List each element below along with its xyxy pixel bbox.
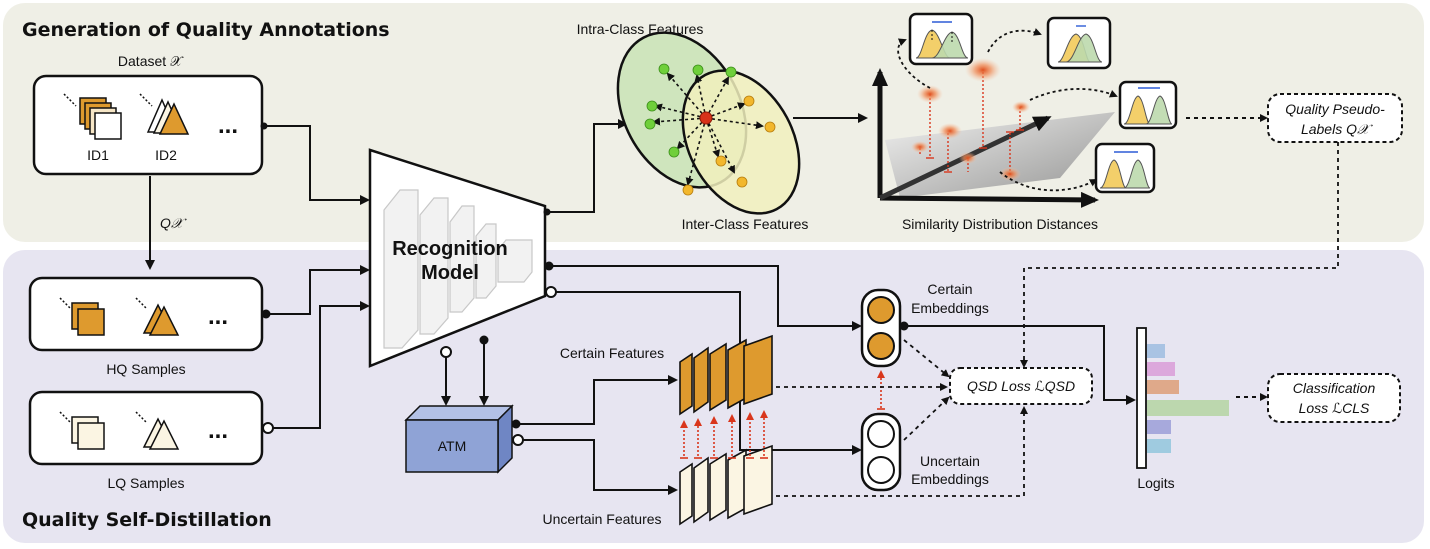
pseudo-labels-line1: Quality Pseudo- bbox=[1285, 101, 1385, 117]
certain-embeddings bbox=[860, 288, 902, 368]
yellow-feature-points bbox=[682, 95, 776, 196]
id2-triangles-icon bbox=[139, 93, 190, 135]
classification-loss-line1: Classification bbox=[1293, 380, 1376, 396]
certain-embeddings-line2: Embeddings bbox=[911, 300, 989, 316]
hq-to-model-arrow bbox=[266, 265, 370, 315]
distribution-thumbnail-4 bbox=[1094, 142, 1156, 194]
qsd-loss-label: QSD Loss ℒQSD bbox=[967, 378, 1075, 394]
uncertain-features-label: Uncertain Features bbox=[542, 511, 661, 527]
uncertain-features-stack bbox=[679, 444, 773, 526]
id1-label: ID1 bbox=[87, 147, 109, 163]
atm-to-certain-features-arrow bbox=[516, 375, 678, 425]
lq-samples-label: LQ Samples bbox=[107, 475, 184, 491]
recognition-model-label-line2: Model bbox=[421, 262, 479, 284]
uncertain-embeddings-line1: Uncertain bbox=[920, 453, 980, 469]
hq-square-icon bbox=[59, 297, 105, 336]
qsd-loss-box bbox=[949, 367, 1093, 405]
certain-features-stack bbox=[679, 334, 773, 416]
quality-pseudo-labels-box bbox=[1267, 93, 1403, 143]
atm-to-uncertain-features-arrow bbox=[523, 439, 678, 495]
dataset-label: Dataset 𝒳 bbox=[118, 53, 184, 69]
lq-triangle-icon bbox=[135, 411, 180, 450]
pseudo-labels-line2: Labels Q𝒳 bbox=[1301, 121, 1373, 137]
atm-module bbox=[404, 404, 514, 474]
hq-ellipsis: ... bbox=[208, 303, 228, 330]
hq-samples-label: HQ Samples bbox=[106, 361, 185, 377]
feature-dotted-arrows bbox=[652, 72, 764, 186]
distribution-thumbnail-1 bbox=[908, 12, 974, 66]
distribution-dotted-links bbox=[897, 28, 1118, 192]
model-to-features-arrow bbox=[547, 119, 628, 213]
green-feature-points bbox=[644, 63, 737, 158]
atm-label: ATM bbox=[438, 438, 467, 454]
similarity-plot bbox=[872, 58, 1115, 208]
lq-to-model-arrow bbox=[273, 301, 370, 429]
embeddings-to-logits-arrow bbox=[904, 325, 1136, 405]
logits-bar bbox=[1136, 327, 1147, 469]
logits-label: Logits bbox=[1137, 475, 1174, 491]
lq-ellipsis: ... bbox=[208, 417, 228, 444]
uncertain-embeddings-line2: Embeddings bbox=[911, 471, 989, 487]
certain-embeddings-line1: Certain bbox=[927, 281, 972, 297]
top-section-title: Generation of Quality Annotations bbox=[22, 19, 390, 41]
feature-distillation-arrows bbox=[680, 410, 768, 456]
anchor-feature-point bbox=[699, 111, 713, 125]
recognition-model-label-line1: Recognition bbox=[392, 238, 508, 260]
bottom-section-title: Quality Self-Distillation bbox=[22, 509, 272, 531]
id2-label: ID2 bbox=[155, 147, 177, 163]
distribution-thumbnail-3 bbox=[1118, 80, 1178, 130]
uncertain-embeddings bbox=[860, 412, 902, 492]
hq-triangle-icon bbox=[135, 297, 180, 336]
id1-squares-icon bbox=[63, 93, 122, 140]
distribution-thumbnail-2 bbox=[1046, 16, 1112, 70]
q-arrow-label: Q𝒳 bbox=[160, 215, 187, 231]
classification-loss-line2: Loss ℒCLS bbox=[1299, 400, 1370, 416]
dataset-to-model-arrow bbox=[264, 125, 370, 205]
inter-class-label: Inter-Class Features bbox=[682, 216, 809, 232]
qsd-dotted-inputs bbox=[776, 339, 1028, 497]
lq-square-icon bbox=[59, 411, 105, 450]
classification-loss-box bbox=[1267, 373, 1401, 423]
network-layers-icon bbox=[383, 189, 533, 349]
similarity-label: Similarity Distribution Distances bbox=[902, 216, 1098, 232]
certain-features-label: Certain Features bbox=[560, 345, 664, 361]
intra-class-label: Intra-Class Features bbox=[577, 21, 704, 37]
pseudo-to-qsd-link bbox=[1020, 142, 1339, 368]
dataset-ellipsis: ... bbox=[218, 112, 238, 139]
model-to-certain-embeddings-arrow bbox=[549, 265, 862, 331]
logits-values bbox=[1147, 344, 1229, 453]
